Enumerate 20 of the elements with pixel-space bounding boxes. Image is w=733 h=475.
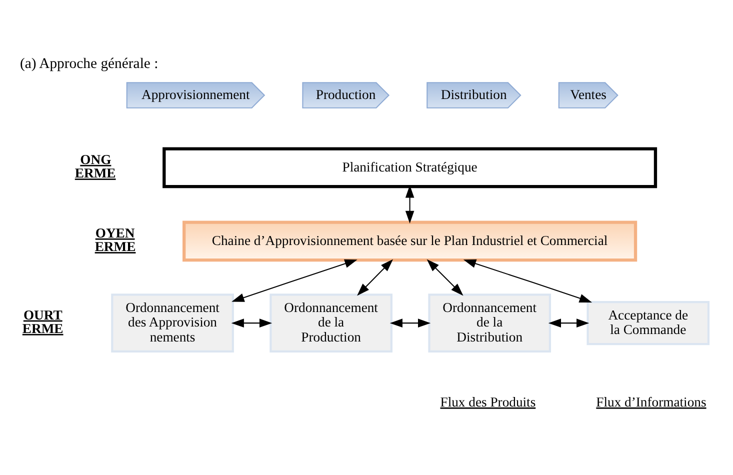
arrow (357, 259, 394, 296)
arrow (405, 185, 414, 224)
arrow (231, 318, 272, 328)
node-box: Ordonnancement de la Distribution (428, 294, 552, 352)
arrow (463, 259, 592, 303)
node-box: Ordonnancement des Approvisionnements (111, 294, 234, 352)
node-label: OURT ERME (22, 307, 64, 336)
node-box: Ordonnancement de la Production (270, 294, 392, 352)
arrow (548, 318, 590, 328)
diagram-title: (a) Approche générale : (20, 56, 158, 72)
arrow (232, 259, 358, 302)
legend-label: Flux d’Informations (596, 394, 706, 410)
node-box: Chaine d’Approvisionnement basée sur le Plan Industriel et Commercial (182, 220, 638, 262)
arrow (390, 318, 431, 328)
arrow (426, 259, 464, 296)
node-label: OYEN ERME (94, 225, 136, 254)
node-label: ONG ERME (74, 152, 116, 181)
legend-label: Flux des Produits (440, 394, 536, 410)
node-box: Acceptance de la Commande (586, 301, 710, 346)
node-box: Planification Stratégique (162, 147, 658, 188)
